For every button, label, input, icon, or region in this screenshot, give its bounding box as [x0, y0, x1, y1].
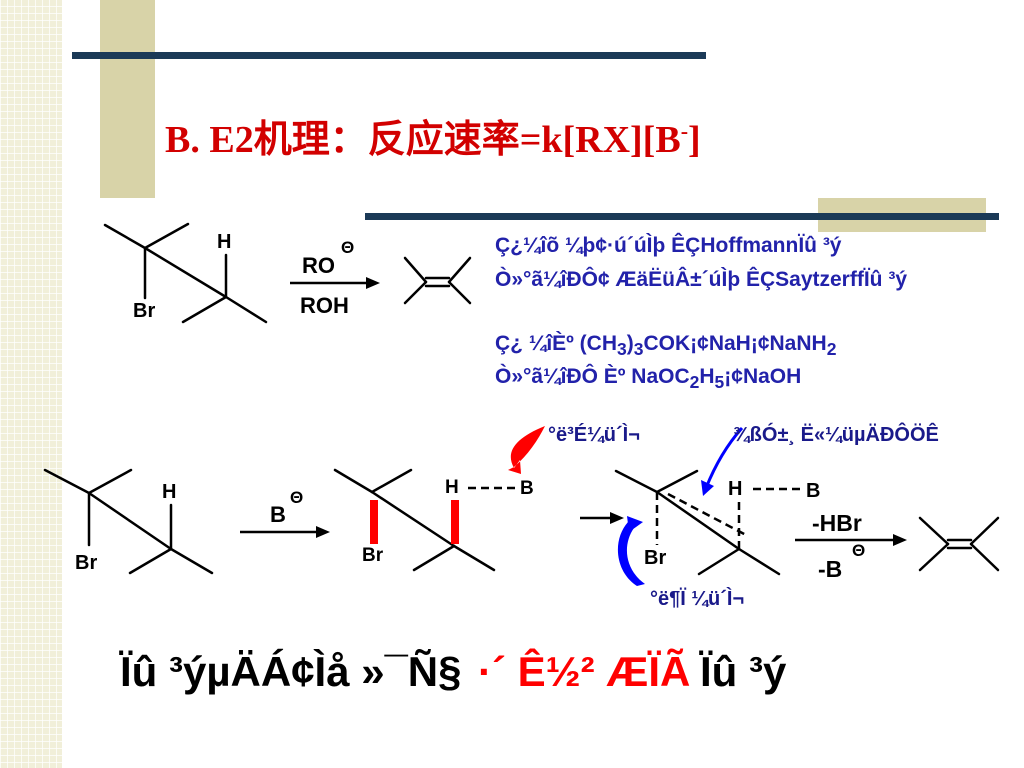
left-decorative-strip: [0, 0, 62, 768]
top-reactant-skeleton: [103, 222, 268, 324]
info-line-3-sub-3: 2: [826, 339, 837, 360]
annotation-half-bond-breaking: °ë¶Ï ¼ü´Ì¬: [650, 588, 745, 610]
ts1-skeleton: [333, 468, 496, 572]
info-line-4-sub-2: 5: [714, 372, 725, 393]
mech-product-alkene: [918, 516, 1000, 572]
ts2-br-label: Br: [644, 547, 667, 569]
info-line-4: Ò»°ã¼îÐÔ Èº NaOC2H5¡¢NaOH: [495, 365, 801, 393]
ts1-b-label: B: [520, 478, 534, 499]
title-main: B. E2机理：反应速率=k[RX][B: [165, 119, 681, 161]
annotation-half-bond-forming: °ë³É¼ü´Ì¬: [548, 424, 640, 446]
info-line-4-suffix: ¡¢NaOH: [724, 365, 802, 388]
bottom-text-red: ·´ Ê½² ÆÏÃ: [478, 648, 691, 695]
product-minus-hbr: -HBr: [812, 510, 862, 536]
ts2-b-label: B: [806, 480, 821, 502]
bottom-text-black-1: Ïû ³ýµÄÁ¢Ìå »¯Ñ§: [120, 648, 462, 695]
product-minus-b: -B: [818, 556, 843, 582]
mech-start-br: Br: [75, 552, 98, 574]
ts1-br-label: Br: [362, 545, 384, 566]
top-h-label: H: [217, 231, 232, 253]
info-line-1: Ç¿¼îõ ¼þ¢·ú´úÌþ ÊÇHoffmannÏû ³ý: [495, 234, 842, 257]
annotation-double-bond-character: ¾ßÓ±¸ Ë«¼üµÄÐÔÖÊ: [733, 424, 939, 446]
bottom-text-black-2: Ïû ³ý: [700, 648, 787, 695]
info-line-3-sub-1: 3: [617, 339, 627, 360]
blue-curved-arrow-bottom: [617, 516, 645, 586]
info-line-3-sub-2: 3: [633, 339, 644, 360]
ts2-skeleton: [614, 469, 781, 576]
red-curved-arrow: [508, 426, 545, 474]
top-product-alkene: [403, 256, 472, 305]
reagent-charge: Θ: [341, 238, 355, 257]
info-line-3: Ç¿ ¼îÈº (CH3)3COK¡¢NaH¡¢NaNH2: [495, 332, 836, 360]
blue-thin-arrow: [701, 427, 744, 496]
mech-base: B: [270, 502, 286, 527]
page-title: B. E2机理：反应速率=k[RX][B-]: [165, 108, 701, 163]
navy-bar-top: [72, 52, 706, 59]
info-line-3-mid: ): [626, 332, 634, 355]
mech-reactant-skeleton: [43, 468, 214, 575]
info-line-3-suffix: COK¡¢NaH¡¢NaNH: [643, 332, 827, 355]
info-line-4-sub-1: 2: [689, 372, 700, 393]
title-close: ]: [688, 119, 701, 161]
info-line-3-prefix: Ç¿ ¼îÈº (CH: [495, 332, 618, 355]
ts2-forming-pi-bond: [667, 492, 749, 538]
top-br-label: Br: [133, 300, 156, 322]
mech-start-h: H: [162, 481, 177, 503]
info-line-2: Ò»°ã¼îÐÔ¢ ÆäËüÂ±´úÌþ ÊÇSaytzerffÏû ³ý: [495, 268, 908, 291]
navy-bar-mid: [365, 213, 999, 220]
ts1-h-label: H: [445, 477, 459, 498]
info-line-4-prefix: Ò»°ã¼îÐÔ Èº NaOC: [495, 365, 690, 388]
ts2-h-label: H: [728, 478, 743, 500]
title-superscript: -: [680, 118, 689, 144]
reagent-roh: ROH: [300, 293, 349, 318]
mech-base-charge: Θ: [290, 488, 304, 507]
reagent-ro: RO: [302, 253, 335, 278]
olive-block-top: [100, 0, 155, 198]
info-line-4-mid: H: [699, 365, 715, 388]
product-b-charge: Θ: [852, 541, 866, 560]
